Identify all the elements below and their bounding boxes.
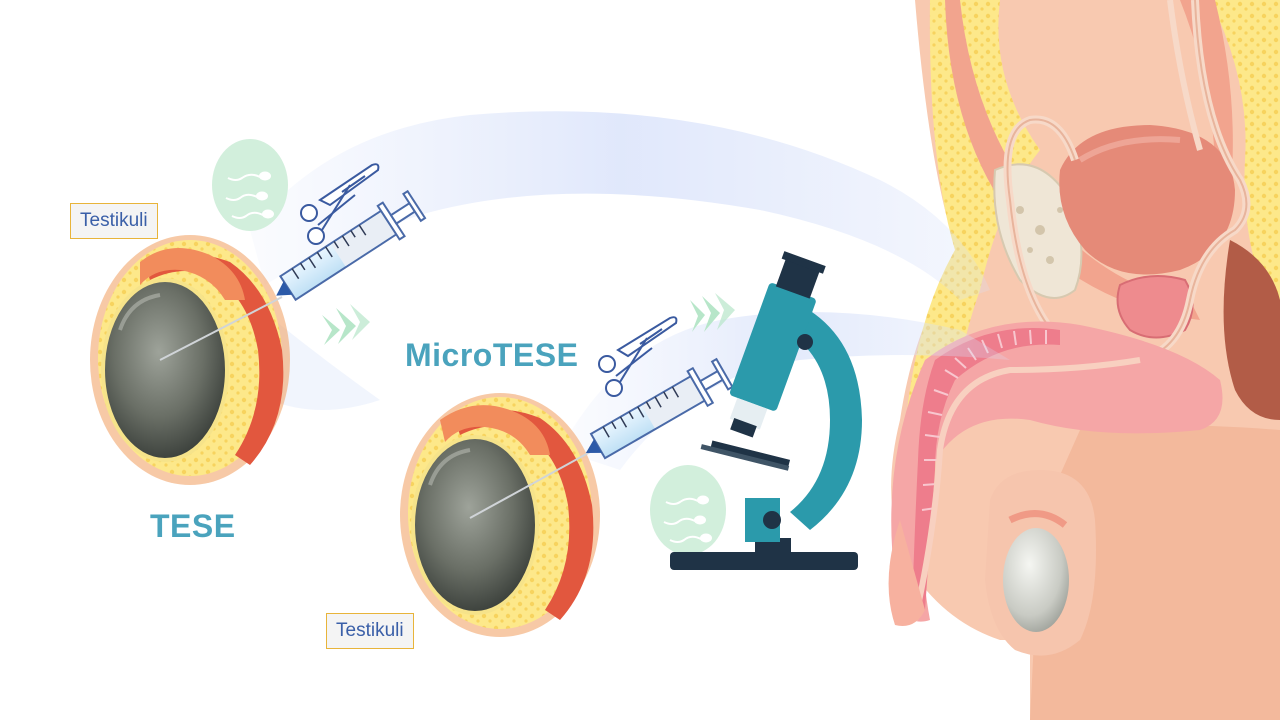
penis	[891, 321, 1223, 622]
anatomy-testicle	[1003, 528, 1069, 632]
testicle-illustration-tese	[90, 235, 290, 485]
testikuli-label-top: Testikuli	[70, 203, 158, 239]
syringe-icon-2	[585, 357, 734, 460]
bladder	[1059, 125, 1235, 275]
sperm-bubble-icon	[212, 139, 288, 231]
sperm-bubble-icon-2	[650, 465, 726, 555]
arrow-chevron-icon-2	[690, 293, 735, 332]
microtese-label: MicroTESE	[405, 337, 579, 373]
microscope-icon	[670, 251, 862, 570]
tese-label: TESE	[150, 508, 236, 544]
leg-skin	[1030, 425, 1280, 720]
arrow-chevron-icon	[322, 304, 370, 345]
abdomen-fat	[1210, 0, 1280, 330]
male-anatomy-illustration	[888, 0, 1280, 720]
scissors-icon-2	[598, 337, 653, 397]
syringe-icon	[276, 189, 427, 302]
scalpel-icon-2	[616, 316, 678, 358]
testicle-illustration-microtese	[400, 393, 600, 637]
testikuli-label-bottom: Testikuli	[326, 613, 414, 649]
beam-lower	[560, 312, 1010, 470]
scissors-icon	[300, 184, 356, 245]
urethra	[912, 357, 1141, 621]
corpus-spongiosum	[912, 328, 1060, 610]
beam-upper	[250, 111, 990, 300]
prostate	[1116, 275, 1194, 339]
rectum	[1223, 240, 1280, 420]
